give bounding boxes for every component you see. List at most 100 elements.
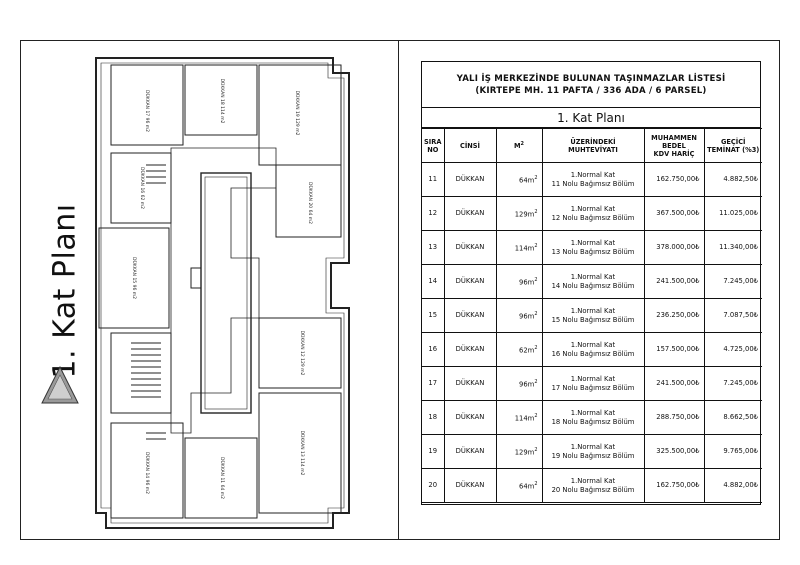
list-subtitle: 1. Kat Planı [422, 108, 760, 128]
cell-no: 11 [422, 162, 445, 197]
cell-teminat: 4.725,00₺ [703, 332, 762, 367]
cell-cinsi: DÜKKAN [443, 196, 497, 231]
cell-bedel: 325.500,00₺ [643, 434, 705, 469]
cell-teminat: 9.765,00₺ [703, 434, 762, 469]
cell-cinsi: DÜKKAN [443, 298, 497, 333]
cell-no: 17 [422, 366, 445, 401]
room-label: DÜKKAN 11 64 m2 [219, 457, 226, 499]
room-label: DÜKKAN 16 62 m2 [139, 167, 146, 209]
cell-teminat: 7.087,50₺ [703, 298, 762, 333]
north-arrow-icon [41, 365, 79, 404]
floor-title-text: 1. Kat Planı [47, 203, 83, 379]
cell-no: 13 [422, 230, 445, 265]
list-header: YALI İŞ MERKEZİNDE BULUNAN TAŞINMAZLAR L… [422, 62, 760, 108]
room-label: DÜKKAN 19 129 m2 [294, 91, 301, 136]
cell-teminat: 11.340,00₺ [703, 230, 762, 265]
room-label: DÜKKAN 17 96 m2 [144, 90, 151, 132]
cell-cinsi: DÜKKAN [443, 468, 497, 503]
room-label: DÜKKAN 20 64 m2 [307, 182, 314, 224]
cell-area: 62m2 [495, 332, 543, 367]
cell-teminat: 11.025,00₺ [703, 196, 762, 231]
list-title-parcel: (KIRTEPE MH. 11 PAFTA / 336 ADA / 6 PARS… [475, 85, 707, 96]
property-list-panel: YALI İŞ MERKEZİNDE BULUNAN TAŞINMAZLAR L… [399, 41, 779, 539]
cell-cinsi: DÜKKAN [443, 264, 497, 299]
floor-title: 1. Kat Planı [35, 101, 95, 481]
cell-area: 96m2 [495, 298, 543, 333]
cell-bedel: 236.250,00₺ [643, 298, 705, 333]
cell-no: 19 [422, 434, 445, 469]
cell-area: 96m2 [495, 264, 543, 299]
room-label: DÜKKAN 18 114 m2 [219, 79, 226, 124]
cell-bedel: 288.750,00₺ [643, 400, 705, 435]
cell-area: 64m2 [495, 468, 543, 503]
document-sheet: 1. Kat Planı [20, 40, 780, 540]
cell-area: 129m2 [495, 434, 543, 469]
col-m2: M2 [495, 128, 543, 163]
cell-cinsi: DÜKKAN [443, 332, 497, 367]
cell-cinsi: DÜKKAN [443, 400, 497, 435]
cell-teminat: 7.245,00₺ [703, 366, 762, 401]
floor-plan-panel: 1. Kat Planı [21, 41, 399, 539]
cell-bedel: 367.500,00₺ [643, 196, 705, 231]
room-label: DÜKKAN 14 96 m2 [144, 452, 151, 494]
room-label: DÜKKAN 15 96 m2 [131, 257, 138, 299]
cell-cinsi: DÜKKAN [443, 434, 497, 469]
cell-bedel: 378.000,00₺ [643, 230, 705, 265]
cell-cinsi: DÜKKAN [443, 162, 497, 197]
cell-bedel: 241.500,00₺ [643, 366, 705, 401]
cell-no: 15 [422, 298, 445, 333]
cell-no: 12 [422, 196, 445, 231]
col-cinsi: CİNSİ [443, 128, 497, 163]
cell-cinsi: DÜKKAN [443, 230, 497, 265]
cell-bedel: 157.500,00₺ [643, 332, 705, 367]
cell-teminat: 4.882,00₺ [703, 468, 762, 503]
list-title: YALI İŞ MERKEZİNDE BULUNAN TAŞINMAZLAR L… [456, 73, 726, 84]
cell-area: 114m2 [495, 230, 543, 265]
cell-no: 16 [422, 332, 445, 367]
cell-area: 96m2 [495, 366, 543, 401]
cell-no: 14 [422, 264, 445, 299]
cell-area: 129m2 [495, 196, 543, 231]
floor-plan-drawing: DÜKKAN 17 96 m2 DÜKKAN 18 114 m2 DÜKKAN 19… [95, 57, 350, 529]
cell-teminat: 8.662,50₺ [703, 400, 762, 435]
room-label: DÜKKAN 13 114 m2 [299, 431, 306, 476]
cell-bedel: 241.500,00₺ [643, 264, 705, 299]
cell-area: 64m2 [495, 162, 543, 197]
cell-bedel: 162.750,00₺ [643, 162, 705, 197]
property-list: YALI İŞ MERKEZİNDE BULUNAN TAŞINMAZLAR L… [421, 61, 762, 505]
cell-teminat: 4.882,50₺ [703, 162, 762, 197]
cell-no: 20 [422, 468, 445, 503]
cell-no: 18 [422, 400, 445, 435]
cell-bedel: 162.750,00₺ [643, 468, 705, 503]
cell-area: 114m2 [495, 400, 543, 435]
cell-teminat: 7.245,00₺ [703, 264, 762, 299]
cell-cinsi: DÜKKAN [443, 366, 497, 401]
room-label: DÜKKAN 12 129 m2 [299, 331, 306, 376]
